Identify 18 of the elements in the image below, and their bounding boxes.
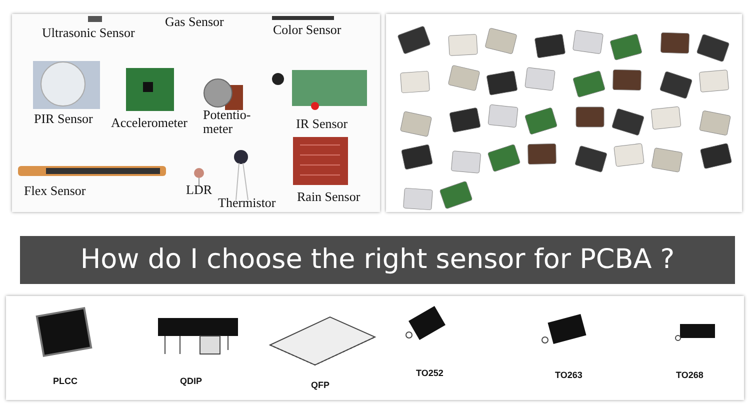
sensor-name: Color Sensor [273,23,342,37]
package-name: PLCC [53,376,78,386]
sensor-name: LDR [186,183,212,197]
sensor-name: Ultrasonic Sensor [42,26,135,40]
sensor-name: IR Sensor [296,117,348,131]
package-name: TO252 [416,368,444,378]
package-name: QFP [311,380,330,390]
title-banner: How do I choose the right sensor for PCBA ? [20,236,735,284]
package-name: TO268 [676,370,704,380]
sensor-name: Flex Sensor [24,184,86,198]
sensor-name: Gas Sensor [165,15,224,29]
sensor-name: PIR Sensor [34,112,93,126]
sensor-name: Potentio- meter [203,108,252,136]
sensor-name: Accelerometer [111,116,188,130]
sensor-name: Thermistor [218,196,276,210]
package-name: TO263 [555,370,582,380]
package-name: QDIP [180,376,202,386]
sensor-name: Rain Sensor [297,190,360,204]
